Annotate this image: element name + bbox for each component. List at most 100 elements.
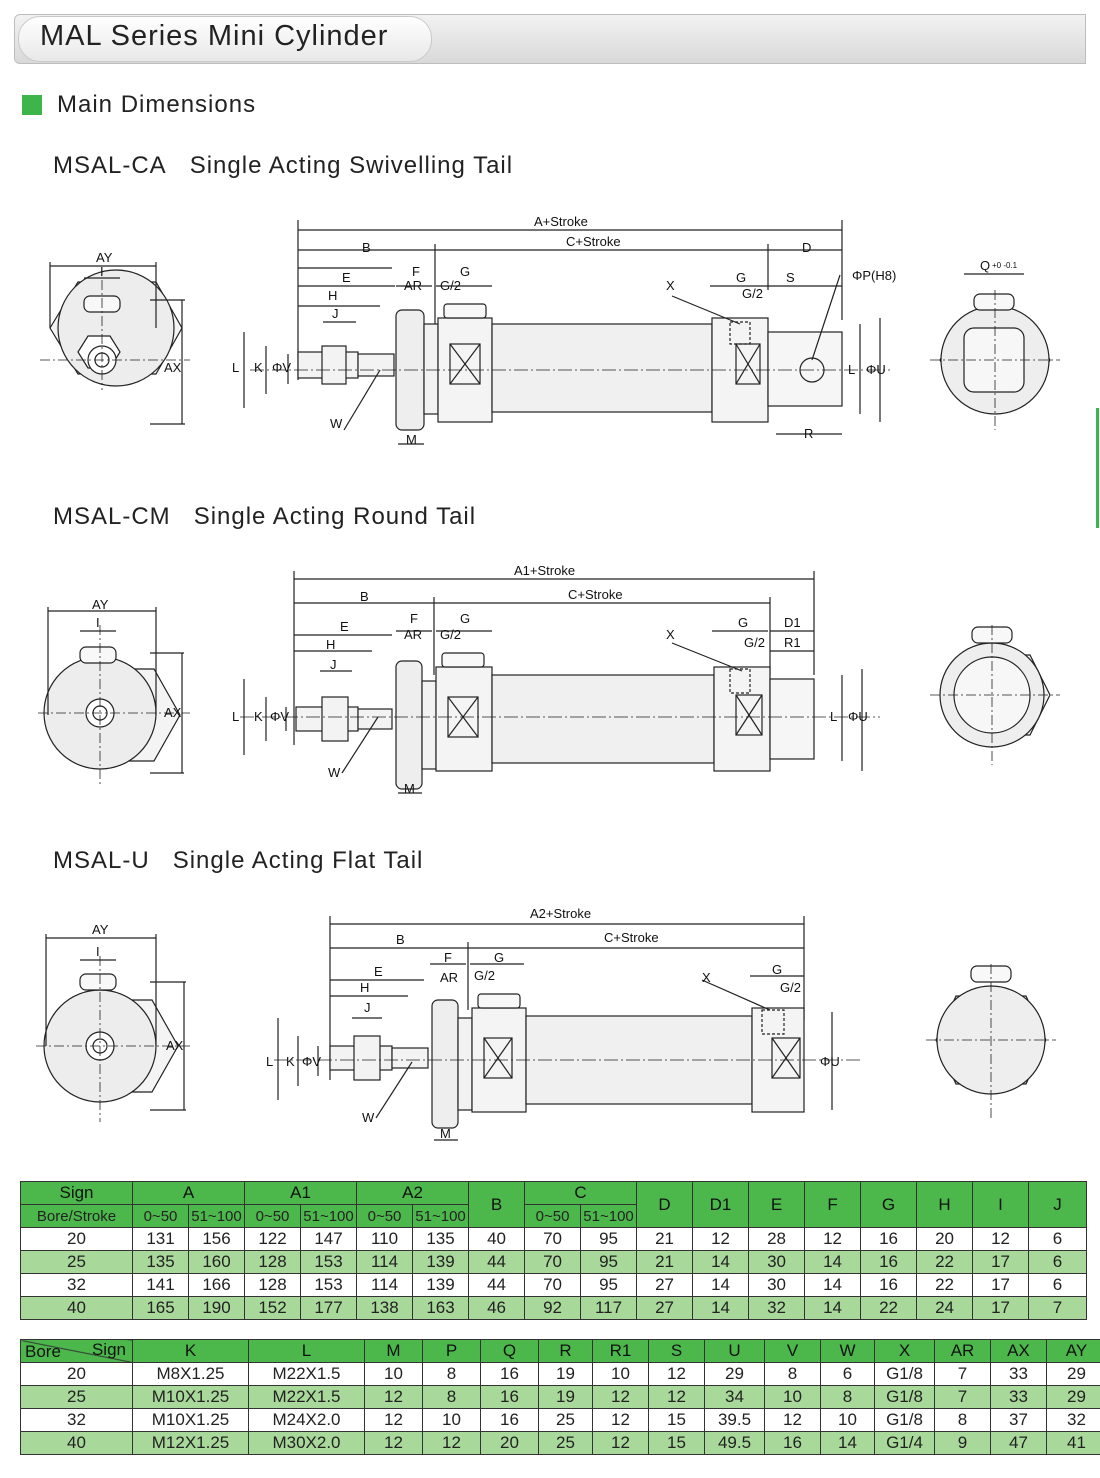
- table-cell: 12: [364, 1385, 423, 1409]
- section-title: Main Dimensions: [57, 91, 257, 118]
- dim-w: W: [362, 1110, 375, 1125]
- dim-phi-u: ΦU: [820, 1054, 840, 1069]
- page-title: MAL Series Mini Cylinder: [40, 20, 389, 52]
- table-cell: 22: [916, 1273, 974, 1297]
- table-cell: 12: [692, 1227, 750, 1251]
- table-cell: 19: [538, 1362, 593, 1386]
- table-cell: 95: [580, 1273, 638, 1297]
- dim-g2-rear: G/2: [780, 980, 801, 995]
- dim-q-tol: +0 -0.1: [992, 261, 1018, 270]
- variant-u-title: MSAL-U Single Acting Flat Tail: [53, 847, 423, 875]
- header-group: E: [748, 1181, 806, 1228]
- dim-g2-rear: G/2: [744, 635, 765, 650]
- header-stroke-range: 51~100: [299, 1204, 358, 1228]
- table-cell: 8: [422, 1362, 481, 1386]
- table-cell: 34: [704, 1385, 765, 1409]
- header-group: I: [972, 1181, 1030, 1228]
- table-cell: M8X1.25: [132, 1362, 249, 1386]
- table-cell: 40: [20, 1431, 133, 1455]
- dim-phi-p: ΦP(H8): [852, 268, 896, 283]
- title-tab: [18, 16, 432, 62]
- table-cell: 12: [592, 1431, 649, 1455]
- dim-f: F: [410, 611, 418, 626]
- table-cell: 20: [20, 1362, 133, 1386]
- table-cell: 156: [188, 1227, 245, 1251]
- table-cell: 190: [188, 1296, 245, 1320]
- table-cell: 12: [764, 1408, 821, 1432]
- variant-u-code: MSAL-U: [53, 847, 150, 874]
- table-cell: 128: [244, 1273, 301, 1297]
- drawing-msal-ca: AY I AX A+Stroke C+Stroke B D E F G H AR…: [40, 214, 1060, 447]
- variant-ca-code: MSAL-CA: [53, 152, 167, 179]
- table-cell: G1/4: [874, 1431, 935, 1455]
- table-cell: 21: [636, 1227, 694, 1251]
- table-cell: 20: [480, 1431, 539, 1455]
- dim-a1-stroke: A1+Stroke: [514, 563, 575, 578]
- header-group: B: [468, 1181, 526, 1228]
- table-cell: 163: [412, 1296, 470, 1320]
- variant-ca-title: MSAL-CA Single Acting Swivelling Tail: [53, 152, 513, 180]
- dim-w: W: [330, 416, 343, 431]
- dim-e: E: [374, 964, 383, 979]
- dim-phi-v: ΦV: [302, 1054, 321, 1069]
- variant-ca-name: Single Acting Swivelling Tail: [189, 152, 514, 179]
- table-cell: 46: [468, 1296, 526, 1320]
- table-cell: 10: [764, 1385, 821, 1409]
- table-cell: 166: [188, 1273, 245, 1297]
- table-cell: 29: [1046, 1362, 1100, 1386]
- dim-c-stroke: C+Stroke: [566, 234, 621, 249]
- header-group: D: [636, 1181, 694, 1228]
- variant-cm-title: MSAL-CM Single Acting Round Tail: [53, 503, 476, 531]
- dim-phi-u: ΦU: [848, 709, 868, 724]
- table-cell: 8: [764, 1362, 821, 1386]
- table-cell: 29: [1046, 1385, 1100, 1409]
- dim-s: S: [786, 270, 795, 285]
- table-cell: 41: [1046, 1431, 1100, 1455]
- table-cell: 12: [422, 1431, 481, 1455]
- dim-e: E: [340, 619, 349, 634]
- table-cell: 12: [648, 1362, 705, 1386]
- table-cell: 15: [648, 1431, 705, 1455]
- table-cell: 16: [764, 1431, 821, 1455]
- header-bore: Bore: [25, 1342, 61, 1361]
- table-cell: 39.5: [704, 1408, 765, 1432]
- table-cell: 20: [20, 1227, 133, 1251]
- table-cell: 8: [422, 1385, 481, 1409]
- table-cell: 44: [468, 1250, 526, 1274]
- table-cell: 22: [860, 1296, 918, 1320]
- table-cell: 177: [299, 1296, 358, 1320]
- table-cell: G1/8: [874, 1385, 935, 1409]
- table-cell: 110: [356, 1227, 414, 1251]
- table-cell: M12X1.25: [132, 1431, 249, 1455]
- table-cell: 152: [244, 1296, 301, 1320]
- dim-b: B: [360, 589, 369, 604]
- table-cell: 131: [132, 1227, 189, 1251]
- dim-g: G: [494, 950, 504, 965]
- header-cell: R1: [592, 1339, 649, 1363]
- dim-g-rear: G: [738, 615, 748, 630]
- header-group: A1: [243, 1181, 358, 1205]
- dim-phi-u: ΦU: [866, 362, 886, 377]
- dim-d1: D1: [784, 615, 801, 630]
- table-cell: 25: [20, 1250, 133, 1274]
- table-cell: 139: [412, 1250, 470, 1274]
- header-cell: L: [248, 1339, 365, 1363]
- header-stroke-range: 0~50: [524, 1204, 582, 1228]
- table-cell: 12: [364, 1431, 423, 1455]
- table-cell: M22X1.5: [248, 1385, 365, 1409]
- dim-x: X: [666, 627, 675, 642]
- table-cell: 122: [244, 1227, 301, 1251]
- dim-ar: AR: [440, 970, 458, 985]
- table-cell: 70: [524, 1273, 582, 1297]
- table-cell: M24X2.0: [248, 1408, 365, 1432]
- dim-ax: AX: [164, 705, 182, 720]
- dim-g-rear: G: [736, 270, 746, 285]
- header-stroke-range: 0~50: [132, 1204, 189, 1228]
- dim-f: F: [444, 950, 452, 965]
- dim-l-rear: L: [848, 362, 855, 377]
